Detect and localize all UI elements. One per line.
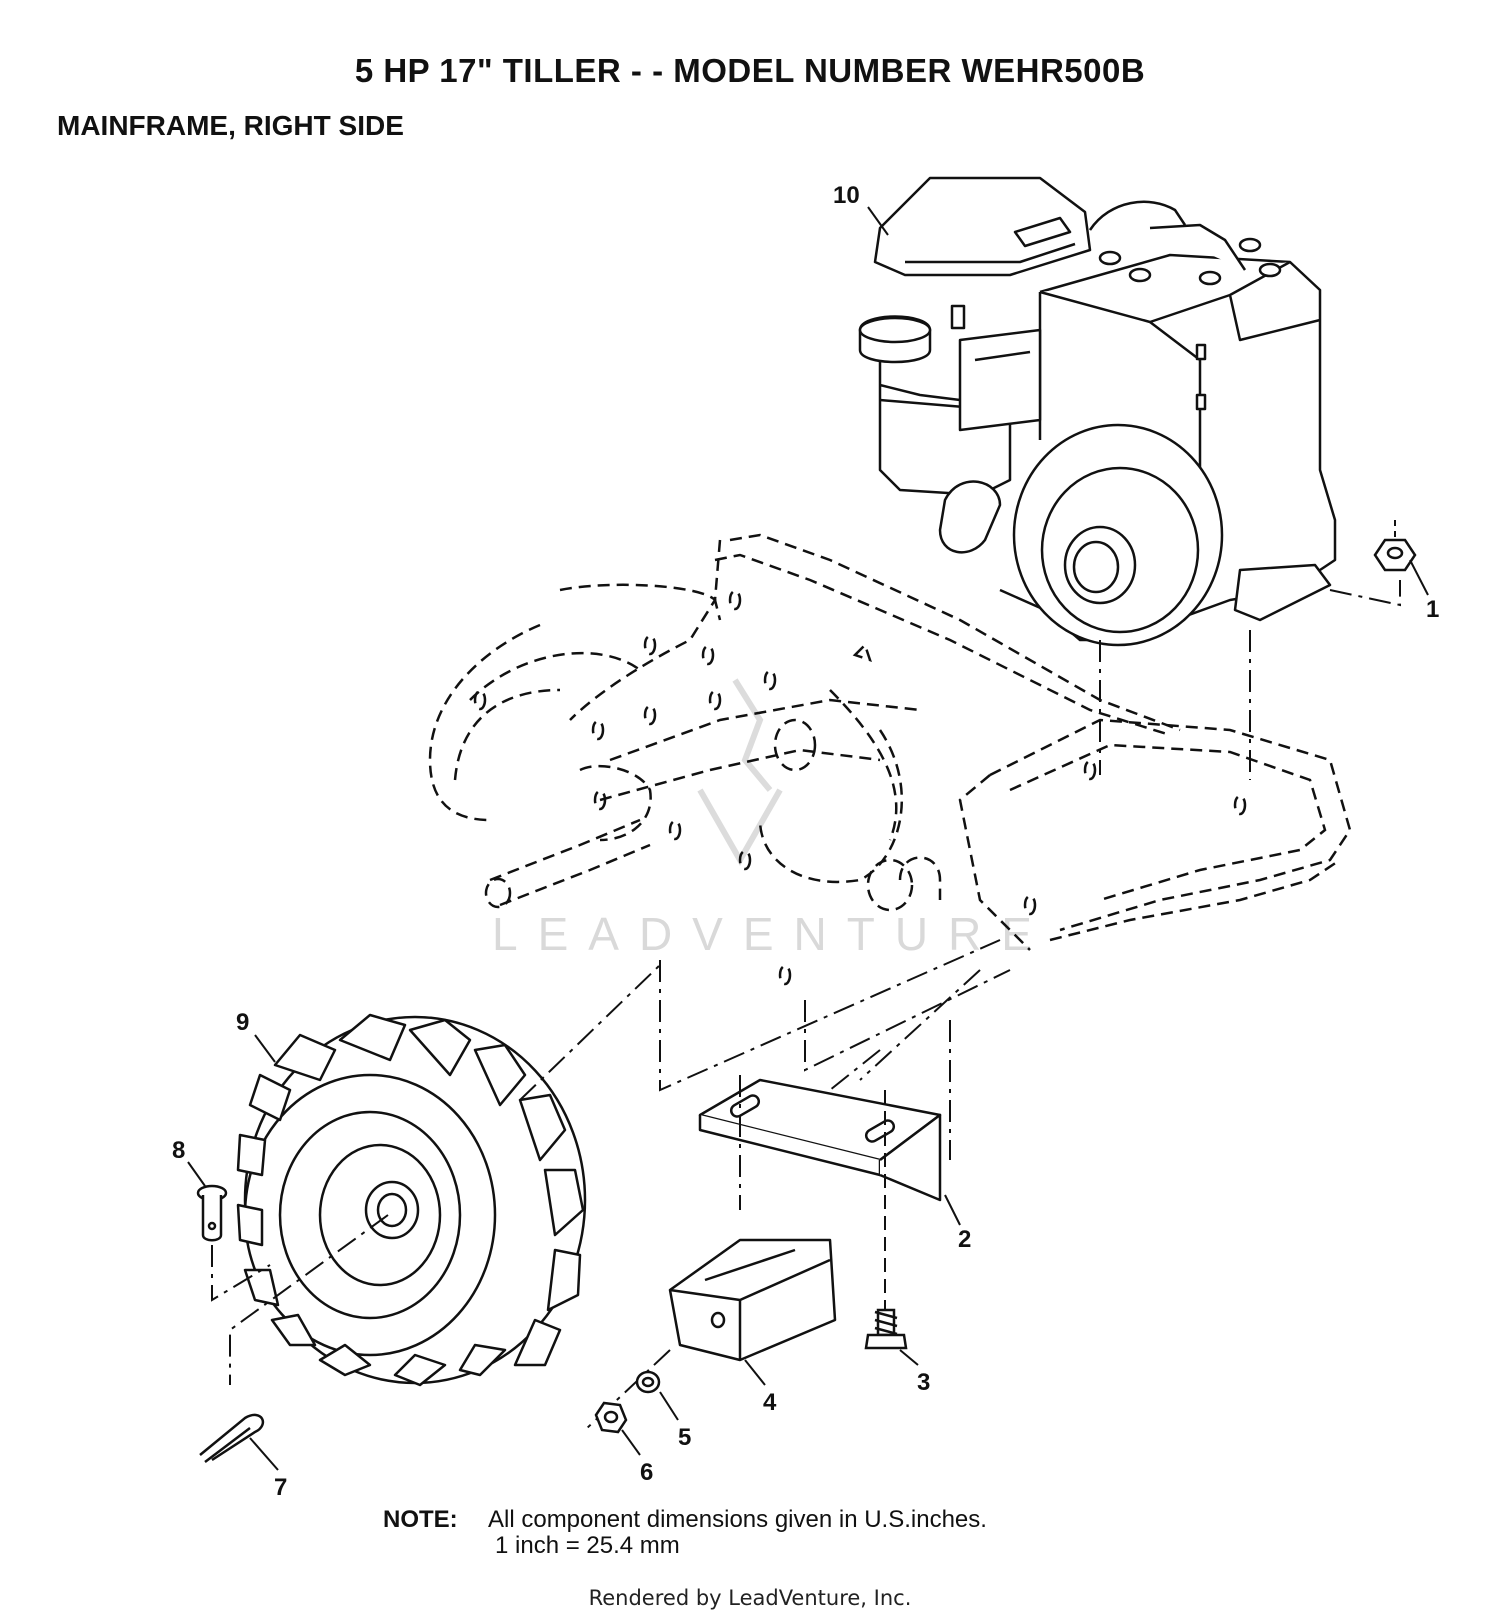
page-title: 5 HP 17" TILLER - - MODEL NUMBER WEHR500… (354, 52, 1146, 89)
section-subtitle: MAINFRAME, RIGHT SIDE (57, 110, 404, 141)
callout-9: 9 (236, 1009, 249, 1036)
clevis-pin[interactable] (196, 1184, 228, 1242)
callout-3: 3 (917, 1369, 930, 1396)
hex-bolt[interactable] (864, 1308, 908, 1350)
lock-washer[interactable] (635, 1370, 661, 1394)
footer-credit: Rendered by LeadVenture, Inc. (588, 1586, 912, 1610)
engine-assembly[interactable] (858, 176, 1337, 647)
mounting-bracket[interactable] (698, 1078, 942, 1202)
callout-6: 6 (640, 1459, 653, 1486)
note-label: NOTE: (383, 1506, 458, 1533)
callout-7: 7 (274, 1474, 287, 1501)
note-text-line2: 1 inch = 25.4 mm (495, 1532, 680, 1559)
callout-5: 5 (678, 1424, 691, 1451)
callout-8: 8 (172, 1137, 185, 1164)
wheel-weight-block[interactable] (668, 1238, 837, 1362)
hairpin-clip[interactable] (199, 1413, 265, 1463)
mainframe-outline (428, 533, 1352, 986)
flange-nut[interactable] (1373, 538, 1417, 572)
callout-4: 4 (763, 1389, 777, 1416)
watermark-text: LEADVENTURE (492, 908, 1052, 960)
callout-1: 1 (1426, 596, 1439, 623)
hex-nut[interactable] (594, 1401, 628, 1434)
callout-10: 10 (833, 182, 860, 209)
note-text-line1: All component dimensions given in U.S.in… (488, 1506, 987, 1533)
wheel-tire-assembly[interactable] (236, 1013, 587, 1387)
callout-2: 2 (958, 1226, 971, 1253)
